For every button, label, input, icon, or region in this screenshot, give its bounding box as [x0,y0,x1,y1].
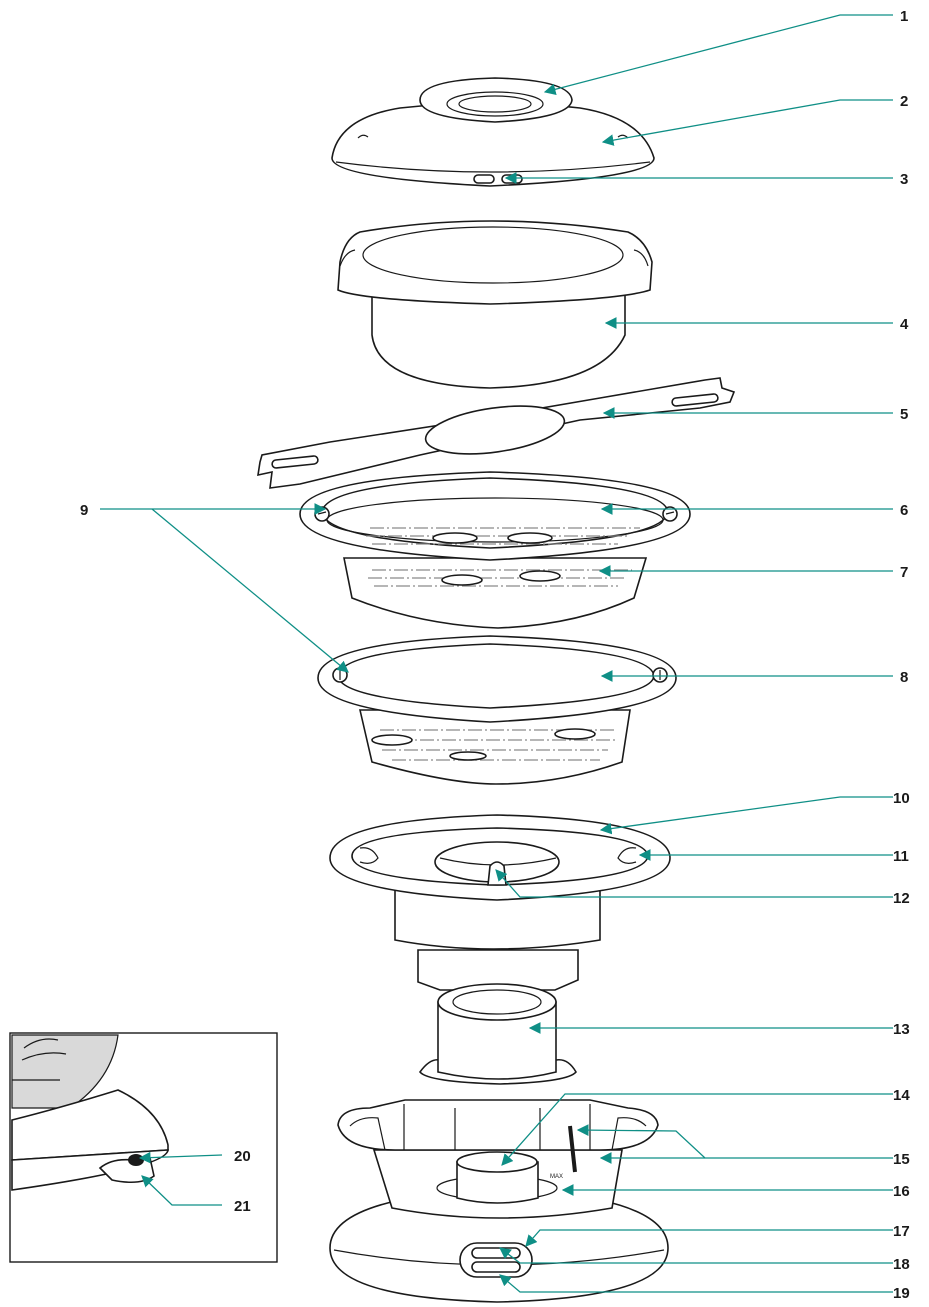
callout-6: 6 [900,502,908,519]
base-unit: MAX [329,1099,669,1303]
callout-9: 9 [80,502,88,519]
callout-numbers: 1 2 3 4 5 6 7 8 9 10 11 12 13 14 15 16 1… [80,8,910,1302]
water-tray [329,814,671,991]
callout-1: 1 [900,8,908,25]
callout-18: 18 [893,1256,910,1273]
callout-11: 11 [893,848,909,865]
callout-8: 8 [900,669,908,686]
callout-5: 5 [900,406,908,423]
callout-20: 20 [234,1148,251,1165]
callout-21: 21 [234,1198,251,1215]
callout-4: 4 [900,316,909,333]
callout-19: 19 [893,1285,910,1302]
callout-13: 13 [893,1021,910,1038]
callout-10: 10 [893,790,910,807]
callout-leaders [100,14,893,1293]
lifter-tool [257,377,736,489]
lid-knob [419,77,573,123]
callout-14: 14 [893,1087,910,1104]
callout-15: 15 [893,1151,910,1168]
upper-steam-basket [299,471,691,629]
lower-steam-basket [317,635,677,785]
callout-16: 16 [893,1183,910,1200]
callout-3: 3 [900,171,908,188]
inset-detail [9,1032,278,1263]
max-marking: MAX [550,1174,563,1180]
steamer-lid [331,102,655,187]
callout-12: 12 [893,890,910,907]
callout-2: 2 [900,93,908,110]
heater-cylinder [418,983,577,1085]
rice-bowl [337,220,653,389]
callout-17: 17 [893,1223,910,1240]
callout-7: 7 [900,564,908,581]
